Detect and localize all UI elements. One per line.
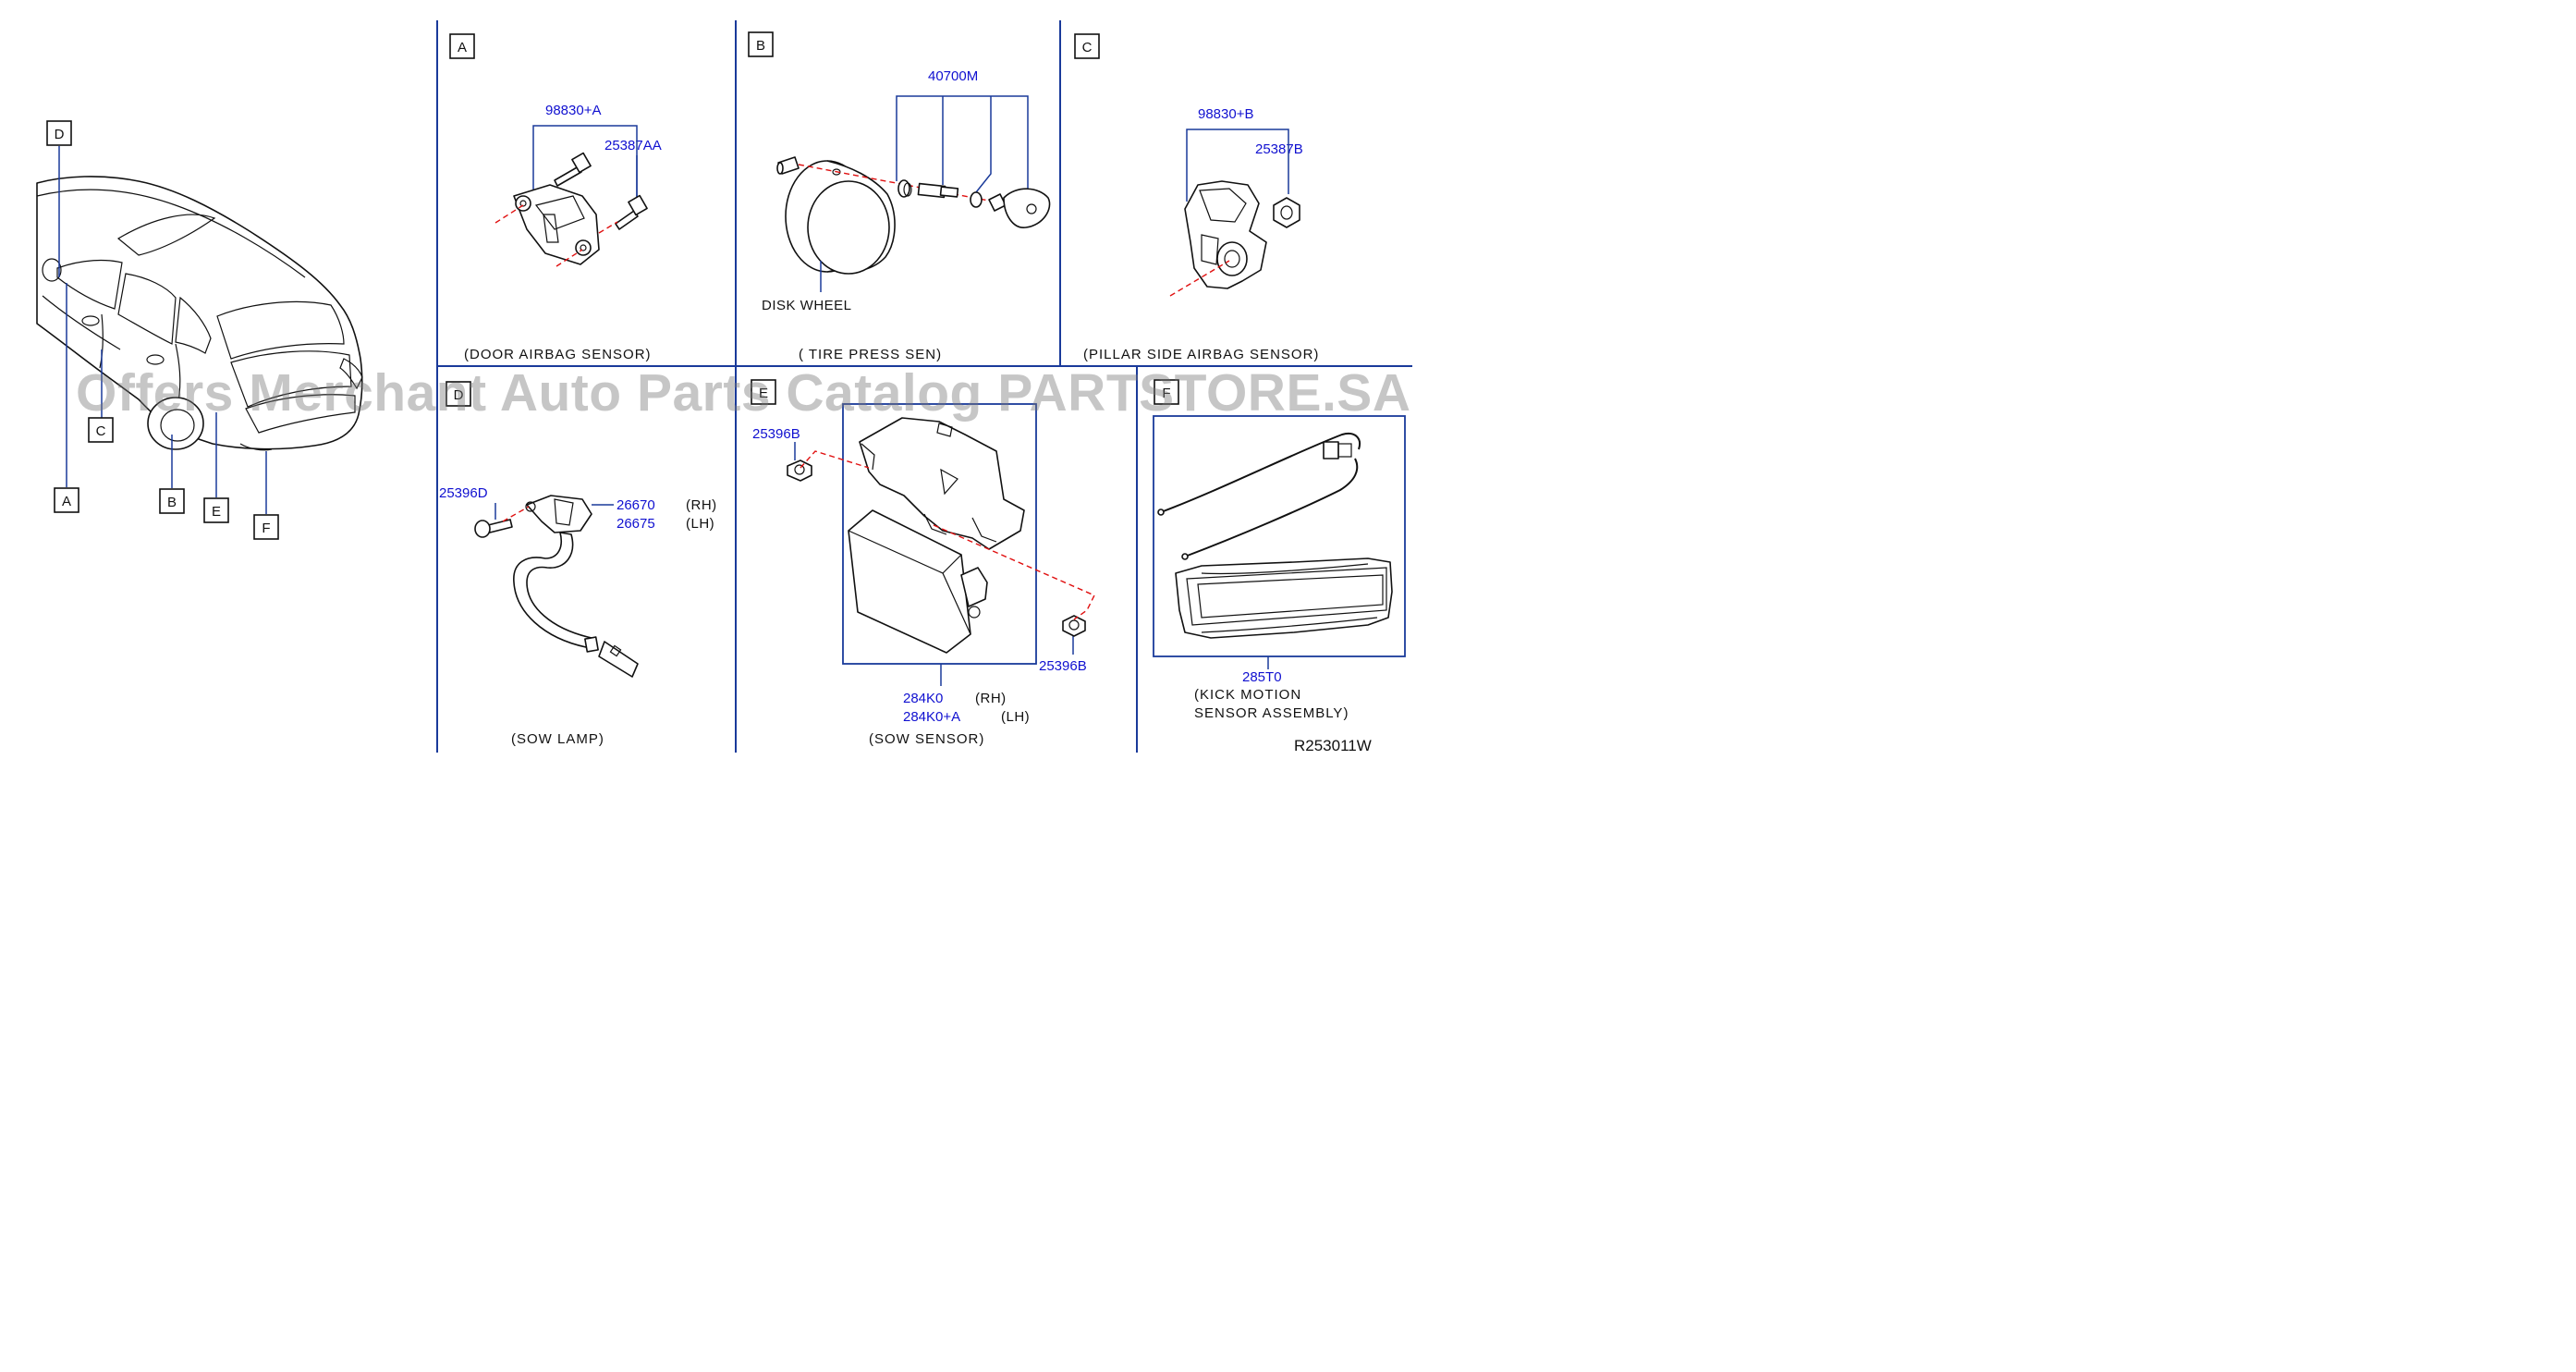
part-number-25396b-upper[interactable]: 25396B	[752, 426, 800, 442]
panel-a-letter[interactable]: A	[449, 33, 475, 59]
panel-e-letter[interactable]: E	[751, 379, 776, 405]
label-disk-wheel: DISK WHEEL	[762, 298, 852, 313]
bolt-icon	[554, 152, 592, 187]
bolt-icon	[615, 194, 648, 230]
nut-icon	[1273, 197, 1300, 228]
svg-text:A: A	[458, 40, 467, 55]
part-number-25396b-lower[interactable]: 25396B	[1039, 658, 1087, 674]
panel-a: A 98830+A 25387AA (DOOR AIRBAG S	[449, 33, 662, 362]
svg-text:F: F	[1162, 386, 1170, 401]
svg-text:C: C	[1082, 40, 1093, 55]
kick-sensor-cable	[1157, 433, 1361, 560]
diagram-code: R253011W	[1294, 737, 1372, 754]
sow-sensor-bracket	[859, 417, 1025, 550]
part-number-26675[interactable]: 26675	[617, 516, 655, 532]
callout-d[interactable]: D	[46, 120, 72, 146]
part-number-284k0-a[interactable]: 284K0+A	[903, 709, 960, 725]
part-number-26670[interactable]: 26670	[617, 497, 655, 513]
sow-lamp	[513, 495, 639, 678]
svg-text:E: E	[759, 386, 768, 401]
kick-sensor-panel	[1175, 557, 1393, 639]
pillar-airbag-sensor	[1184, 180, 1267, 289]
svg-text:D: D	[454, 387, 464, 403]
panel-c-letter[interactable]: C	[1074, 33, 1100, 59]
svg-text:F: F	[262, 521, 270, 536]
svg-text:E: E	[212, 504, 221, 520]
panel-c: C 98830+B 25387B (PILLAR SIDE AIRBAG SEN…	[1074, 33, 1319, 362]
part-number-285t0[interactable]: 285T0	[1242, 669, 1282, 685]
side-rh: (RH)	[686, 497, 717, 513]
side-lh: (LH)	[686, 516, 714, 532]
vehicle-overview	[36, 176, 363, 451]
svg-text:D: D	[55, 127, 65, 142]
part-number-25396d[interactable]: 25396D	[439, 485, 488, 501]
panel-b: B 40700M	[748, 31, 1051, 362]
grommet-icon	[970, 191, 983, 208]
sow-sensor-module	[848, 509, 988, 654]
callout-e[interactable]: E	[203, 497, 229, 523]
panel-f: F 285T0 (KICK MOTION SENSOR ASSEMBLY)	[1153, 379, 1406, 721]
panel-d-letter[interactable]: D	[446, 381, 471, 407]
callout-b[interactable]: B	[159, 488, 185, 514]
side-lh: (LH)	[1001, 709, 1030, 725]
callout-f[interactable]: F	[253, 514, 279, 540]
part-number-98830-a[interactable]: 98830+A	[545, 103, 601, 118]
svg-text:B: B	[756, 38, 765, 54]
caption-door-airbag-sensor: (DOOR AIRBAG SENSOR)	[464, 347, 652, 362]
panel-b-letter[interactable]: B	[748, 31, 774, 57]
nut-icon	[1062, 615, 1086, 637]
caption-pillar-side-airbag-sensor: (PILLAR SIDE AIRBAG SENSOR)	[1083, 347, 1319, 362]
part-number-25387aa[interactable]: 25387AA	[604, 138, 662, 153]
panel-grid	[436, 20, 1412, 753]
panel-f-letter[interactable]: F	[1154, 379, 1179, 405]
side-rh: (RH)	[975, 691, 1007, 706]
panel-e: E 25396B 25396B 284K0 (RH) 284K0+A (LH)	[751, 379, 1095, 747]
svg-text:C: C	[96, 423, 106, 439]
part-number-40700m[interactable]: 40700M	[928, 68, 978, 84]
disk-wheel	[785, 160, 896, 275]
svg-text:B: B	[167, 495, 177, 510]
part-number-98830-b[interactable]: 98830+B	[1198, 106, 1253, 122]
caption-sensor-assembly: SENSOR ASSEMBLY)	[1194, 705, 1349, 721]
svg-text:A: A	[62, 494, 71, 509]
caption-kick-motion: (KICK MOTION	[1194, 687, 1301, 703]
valve-stem-icon	[917, 182, 959, 199]
screw-icon	[474, 519, 513, 538]
valve-cap-icon	[776, 156, 800, 175]
valve-nut-icon	[897, 179, 912, 198]
part-number-25387b[interactable]: 25387B	[1255, 141, 1303, 157]
caption-sow-sensor: (SOW SENSOR)	[869, 731, 984, 747]
overview-leaders	[58, 146, 267, 514]
door-airbag-sensor	[513, 184, 600, 265]
tpms-sensor-icon	[988, 188, 1051, 228]
parts-diagram: D C A B E F A 98830+A 25387AA	[36, 20, 1412, 754]
part-number-284k0[interactable]: 284K0	[903, 691, 943, 706]
callout-a[interactable]: A	[54, 487, 79, 513]
nut-icon	[787, 459, 812, 482]
callout-c[interactable]: C	[88, 417, 114, 443]
caption-sow-lamp: (SOW LAMP)	[511, 731, 604, 747]
caption-tire-press-sen: ( TIRE PRESS SEN)	[799, 347, 942, 362]
panel-d: D 25396D 26670 (RH) 26675 (LH) (SOW LAMP…	[439, 381, 717, 747]
